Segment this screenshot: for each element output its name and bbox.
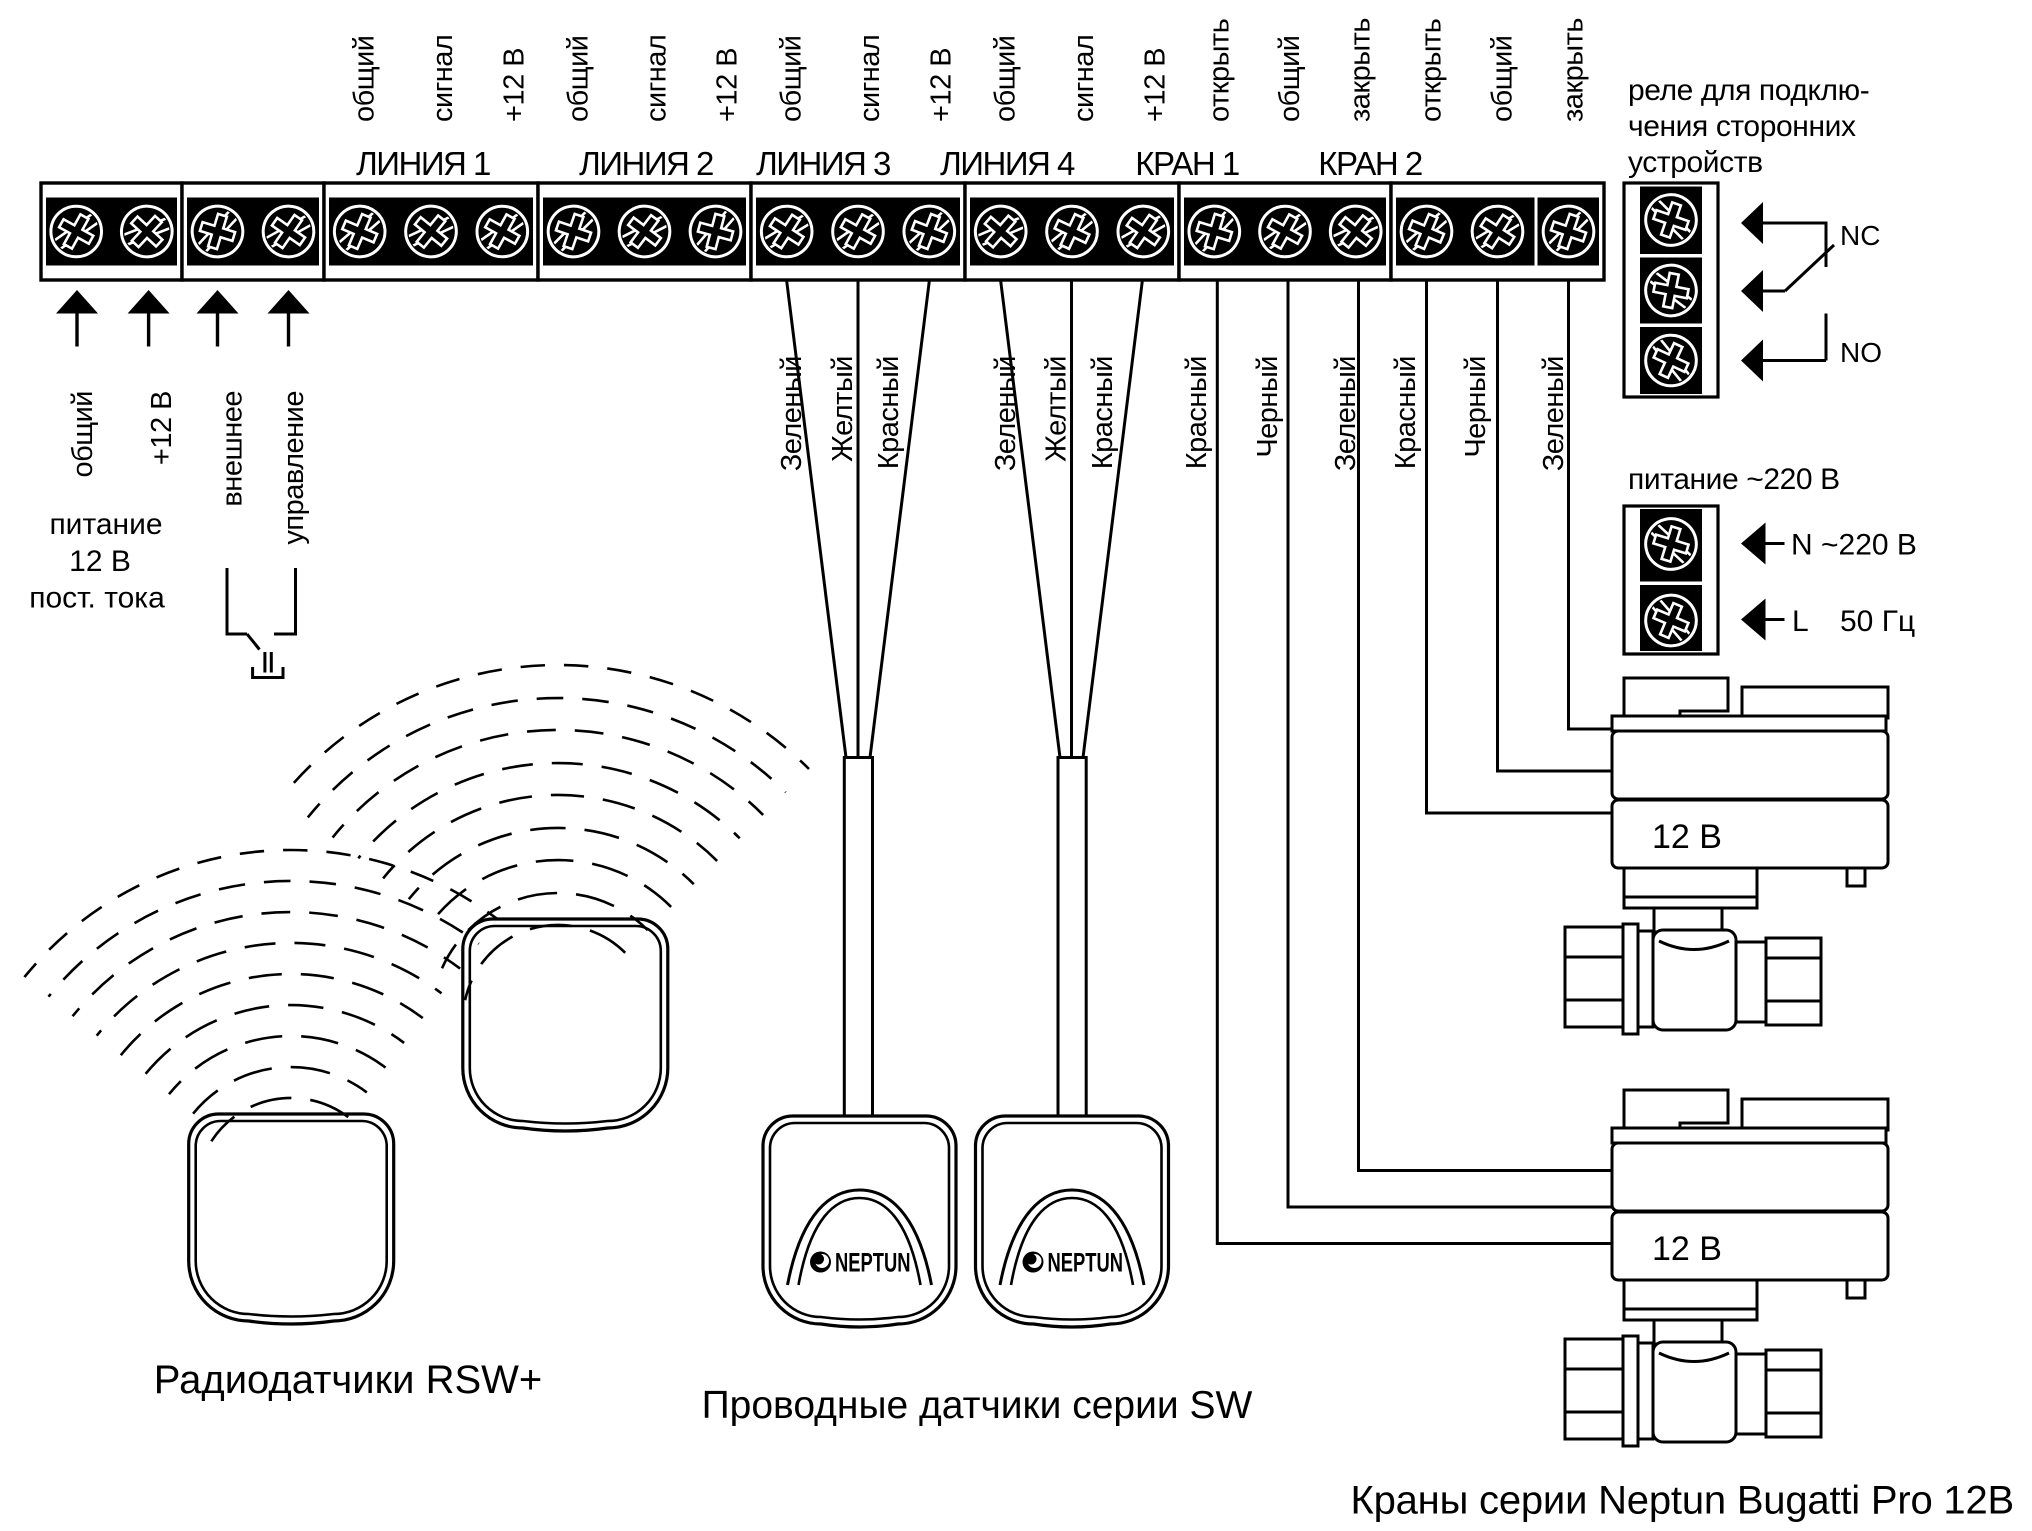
svg-text:NEPTUN: NEPTUN bbox=[1048, 1247, 1123, 1277]
svg-text:Красный: Красный bbox=[1181, 356, 1213, 469]
svg-text:КРАН 2: КРАН 2 bbox=[1318, 145, 1422, 182]
svg-text:Красный: Красный bbox=[1390, 356, 1422, 469]
svg-text:Красный: Красный bbox=[873, 356, 905, 469]
svg-text:устройств: устройств bbox=[1628, 146, 1763, 179]
svg-text:12 В: 12 В bbox=[1652, 818, 1722, 856]
svg-text:реле для подклю-: реле для подклю- bbox=[1628, 74, 1869, 107]
svg-text:Зеленый: Зеленый bbox=[776, 356, 808, 471]
svg-text:+12 В: +12 В bbox=[712, 48, 744, 122]
svg-text:общий: общий bbox=[1487, 36, 1519, 123]
svg-text:питание ~220 В: питание ~220 В bbox=[1628, 463, 1840, 496]
svg-text:общий: общий bbox=[990, 36, 1022, 123]
svg-text:Радиодатчики RSW+: Радиодатчики RSW+ bbox=[154, 1358, 543, 1402]
svg-text:КРАН 1: КРАН 1 bbox=[1135, 145, 1239, 182]
svg-text:Желтый: Желтый bbox=[827, 356, 859, 462]
svg-text:общий: общий bbox=[349, 36, 381, 123]
svg-text:50 Гц: 50 Гц bbox=[1840, 605, 1915, 638]
svg-text:пост. тока: пост. тока bbox=[29, 582, 165, 615]
svg-text:ЛИНИЯ 4: ЛИНИЯ 4 bbox=[940, 145, 1075, 182]
svg-text:+12 В: +12 В bbox=[925, 48, 957, 122]
svg-text:+12 В: +12 В bbox=[146, 391, 178, 465]
svg-text:открыть: открыть bbox=[1416, 19, 1448, 122]
svg-text:Проводные датчики серии SW: Проводные датчики серии SW bbox=[702, 1384, 1253, 1427]
svg-text:+12 В: +12 В bbox=[1139, 48, 1171, 122]
svg-text:Желтый: Желтый bbox=[1041, 356, 1073, 462]
svg-text:N ~220 В: N ~220 В bbox=[1791, 529, 1917, 562]
svg-text:сигнал: сигнал bbox=[641, 35, 673, 122]
svg-text:ЛИНИЯ 3: ЛИНИЯ 3 bbox=[756, 145, 890, 182]
svg-text:сигнал: сигнал bbox=[854, 35, 886, 122]
svg-text:ЛИНИЯ 2: ЛИНИЯ 2 bbox=[579, 145, 713, 182]
svg-text:питание: питание bbox=[49, 508, 162, 541]
svg-text:Красный: Красный bbox=[1087, 356, 1119, 469]
svg-text:закрыть: закрыть bbox=[1345, 18, 1377, 122]
svg-text:закрыть: закрыть bbox=[1558, 18, 1590, 122]
svg-text:NC: NC bbox=[1840, 220, 1880, 251]
svg-text:12 В: 12 В bbox=[69, 545, 131, 578]
svg-text:Черный: Черный bbox=[1252, 356, 1284, 458]
svg-text:общий: общий bbox=[776, 36, 808, 123]
svg-text:+12 В: +12 В bbox=[498, 48, 530, 122]
svg-text:управление: управление bbox=[278, 391, 310, 545]
svg-text:сигнал: сигнал bbox=[427, 35, 459, 122]
svg-text:Зеленый: Зеленый bbox=[990, 356, 1022, 471]
svg-text:Зеленый: Зеленый bbox=[1538, 356, 1570, 471]
svg-text:сигнал: сигнал bbox=[1068, 35, 1100, 122]
svg-text:общий: общий bbox=[67, 391, 99, 478]
svg-text:NO: NO bbox=[1840, 337, 1882, 368]
svg-text:Черный: Черный bbox=[1460, 356, 1492, 458]
svg-text:внешнее: внешнее bbox=[217, 391, 249, 507]
svg-text:Краны серии Neptun Bugatti Pro: Краны серии Neptun Bugatti Pro 12В bbox=[1350, 1479, 2014, 1523]
svg-text:общий: общий bbox=[1274, 36, 1306, 123]
svg-text:открыть: открыть bbox=[1203, 19, 1235, 122]
svg-text:чения сторонних: чения сторонних bbox=[1628, 110, 1856, 143]
svg-text:ЛИНИЯ 1: ЛИНИЯ 1 bbox=[356, 145, 490, 182]
svg-text:общий: общий bbox=[563, 36, 595, 123]
svg-text:Зеленый: Зеленый bbox=[1330, 356, 1362, 471]
svg-text:L: L bbox=[1792, 605, 1809, 638]
svg-text:NEPTUN: NEPTUN bbox=[835, 1247, 910, 1277]
